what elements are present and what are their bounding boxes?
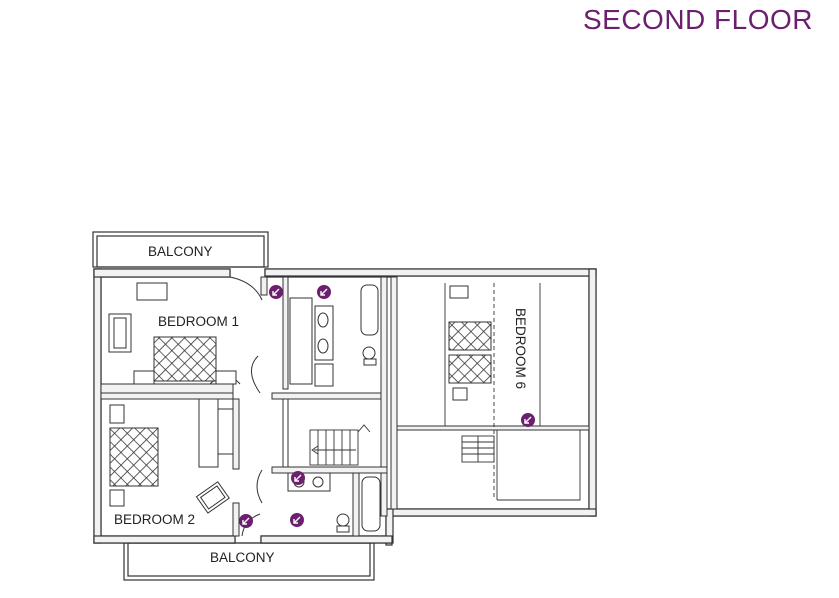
bathroom-1-fixtures [289,284,379,387]
camera-viewpoint-icon [289,512,305,528]
camera-viewpoint-icon [290,470,306,486]
label-balcony-top: BALCONY [148,244,213,259]
floor-title: SECOND FLOOR [582,4,813,35]
bedroom-2-furniture [109,404,230,514]
staircase [309,424,495,466]
bedroom-6-furniture [448,285,492,401]
interior-walls [100,276,590,537]
label-bedroom-1: BEDROOM 1 [158,314,239,329]
label-balcony-bottom: BALCONY [210,550,275,565]
balcony-bottom [123,542,375,581]
camera-viewpoint-icon [238,513,254,529]
bedroom-1-furniture [108,282,237,385]
exterior-walls [93,268,597,546]
camera-viewpoint-icon [316,284,332,300]
corridor-cupboard [198,398,234,468]
bathroom-2-fixtures [287,472,381,533]
camera-viewpoint-icon [520,412,536,428]
balcony-top [92,231,269,268]
label-bedroom-6: BEDROOM 6 [513,308,528,389]
bedroom-6-partitions [444,283,581,501]
camera-viewpoint-icon [268,284,284,300]
label-bedroom-2: BEDROOM 2 [114,512,195,527]
